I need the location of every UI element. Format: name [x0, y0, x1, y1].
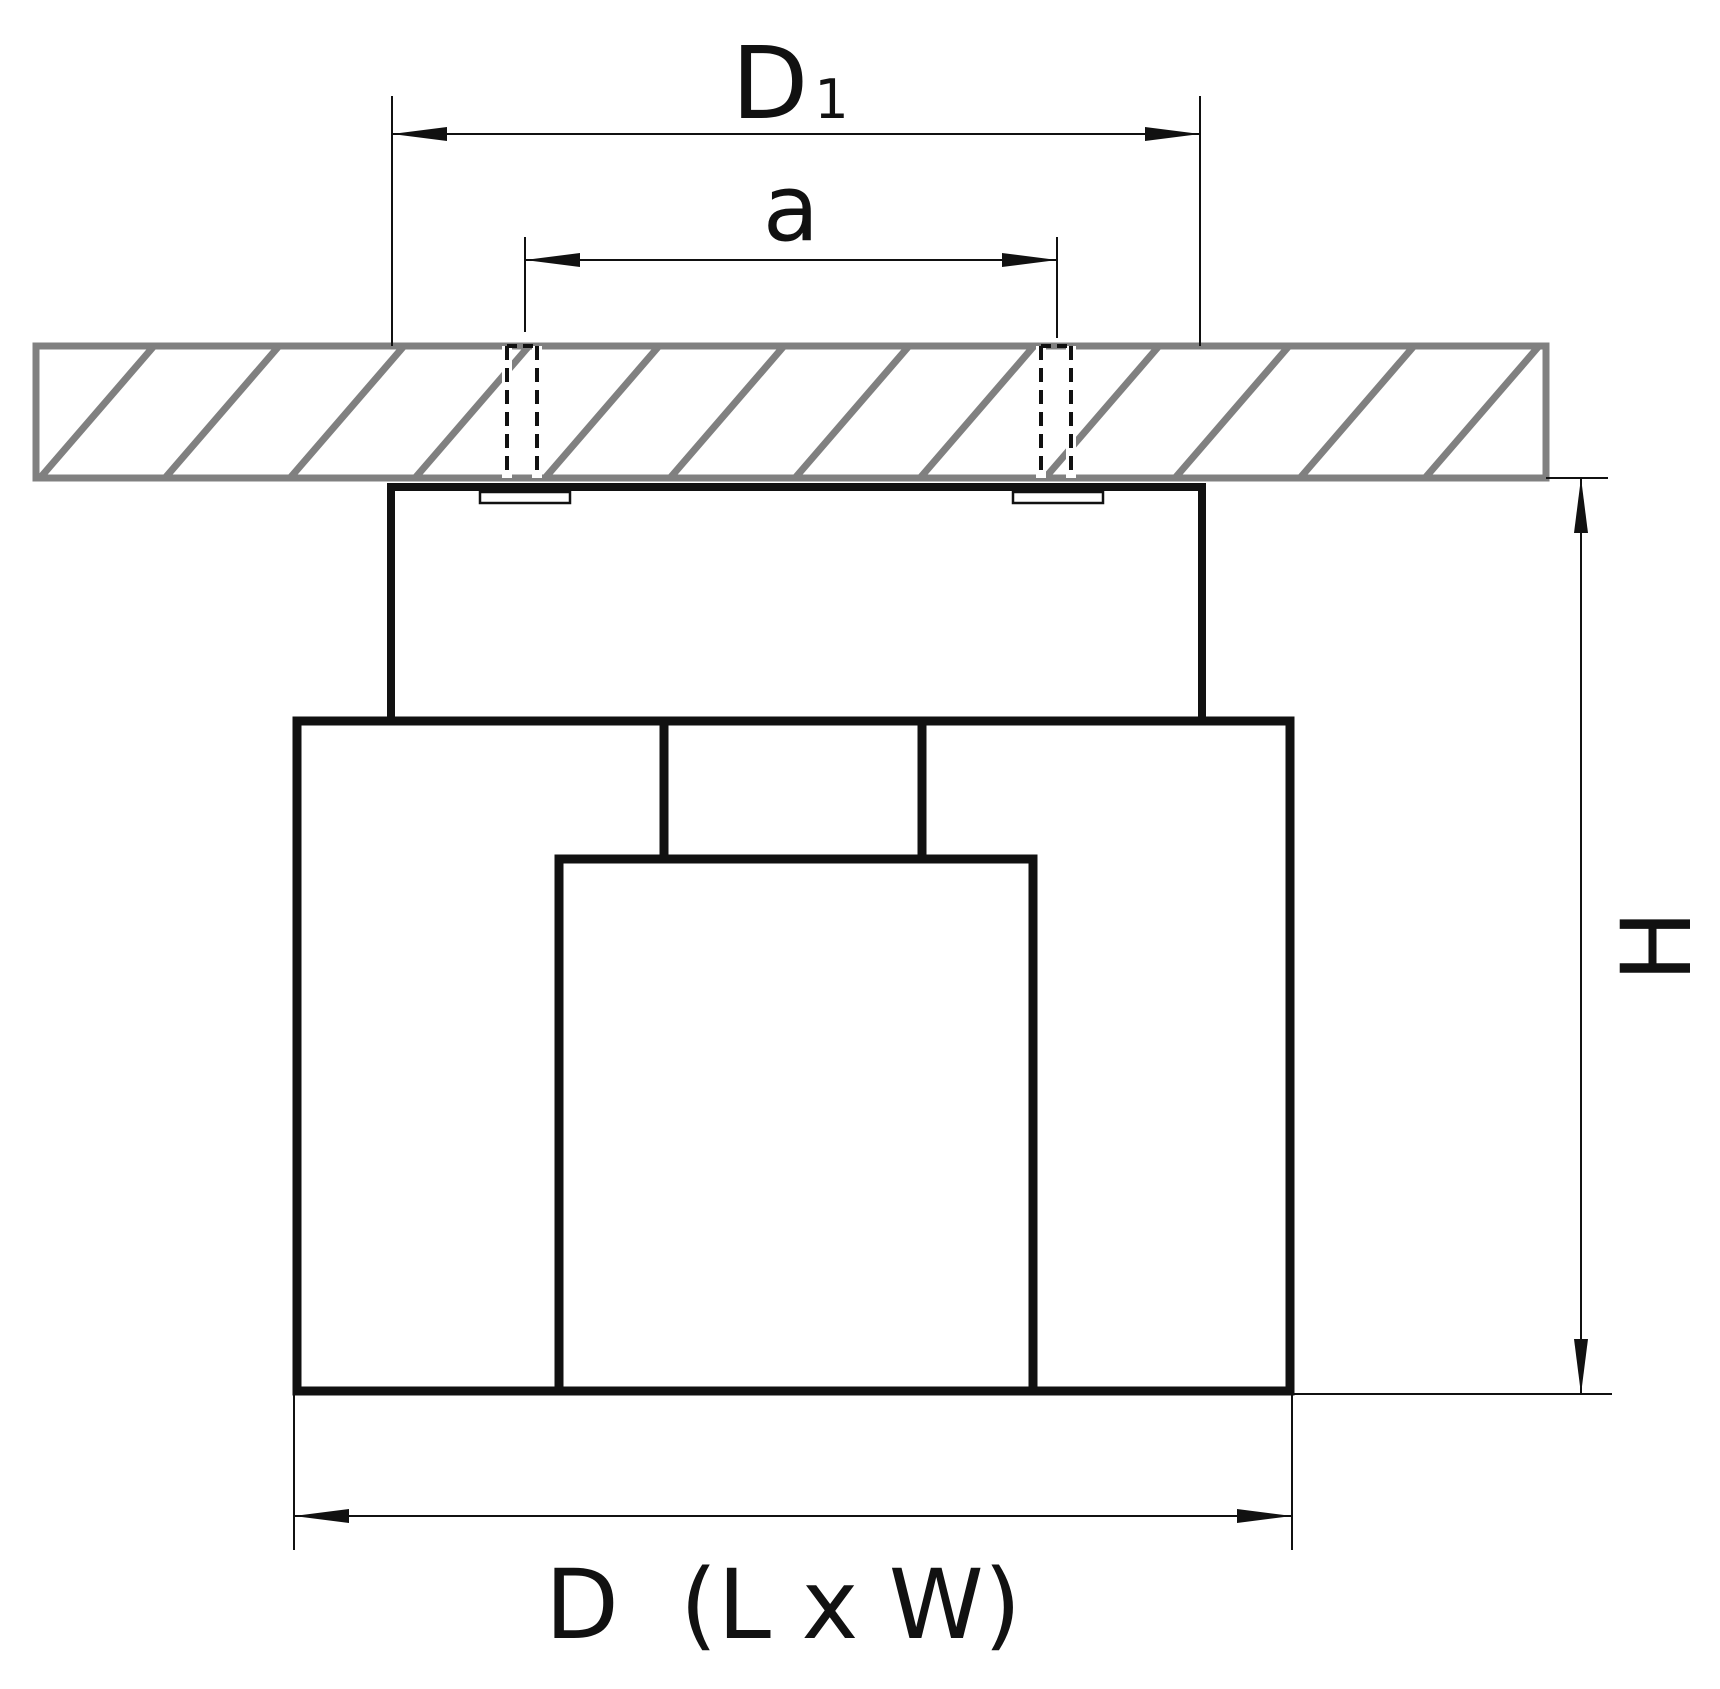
- mounting-screw-left: [478, 344, 572, 505]
- dimension-a: a: [524, 155, 1058, 338]
- label-h: H: [1601, 910, 1713, 982]
- label-d-size: (L x W): [680, 1549, 1021, 1661]
- mounting-screw-right: [1011, 344, 1105, 505]
- label-d1-main: D: [731, 25, 808, 142]
- housing-connector: [659, 716, 927, 864]
- housing-inner-shade: [554, 854, 1038, 1396]
- label-a: a: [763, 155, 819, 262]
- lamp-housing: [292, 716, 1295, 1396]
- mounting-base: [387, 483, 1206, 725]
- label-d: D: [545, 1549, 619, 1661]
- housing-outer: [292, 716, 1295, 1396]
- dimension-d: D (L x W): [293, 1394, 1293, 1661]
- ceiling-slab: [32, 342, 1550, 482]
- dimension-h: H: [1290, 477, 1713, 1395]
- label-d1-subscript: 1: [814, 68, 848, 131]
